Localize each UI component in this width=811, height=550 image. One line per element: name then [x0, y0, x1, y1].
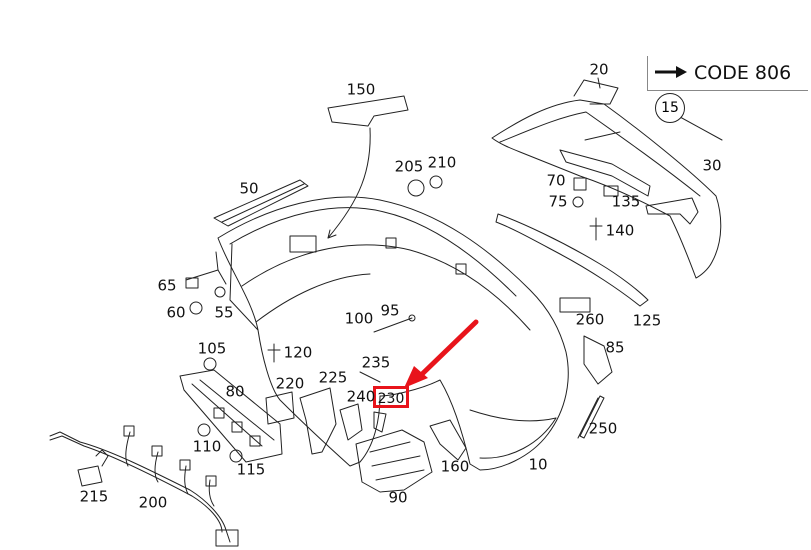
part-225-bracket [299, 387, 337, 455]
part-85-bracket [583, 335, 613, 385]
part-230 [373, 411, 387, 433]
label-120: 120 [283, 343, 313, 362]
part-135-block [603, 185, 619, 197]
label-235: 235 [361, 353, 391, 372]
callout-label: 15 [661, 100, 679, 116]
label-125: 125 [632, 311, 662, 330]
label-60: 60 [166, 303, 186, 322]
label-225: 225 [318, 368, 348, 387]
label-50: 50 [239, 179, 259, 198]
part-110-grommet [197, 423, 211, 437]
leader-150 [327, 127, 371, 239]
part-30-bumper-cover [491, 79, 722, 279]
part-55-clip [214, 286, 226, 298]
arrow-right-icon [655, 66, 687, 78]
part-50-molding [213, 179, 309, 227]
part-240-bracket [339, 403, 363, 441]
label-200: 200 [138, 493, 168, 512]
part-210-ring [429, 175, 443, 189]
highlight-box-230: 230 [373, 386, 409, 408]
label-215: 215 [79, 487, 109, 506]
part-10-main-bumper [217, 196, 569, 471]
label-85: 85 [605, 338, 625, 357]
part-120-pin [267, 343, 281, 363]
part-105-nut [203, 357, 217, 371]
part-60-clip [189, 301, 203, 315]
part-215-connector [77, 449, 109, 487]
label-30: 30 [702, 156, 722, 175]
part-200-harness [49, 425, 239, 547]
label-55: 55 [214, 303, 234, 322]
label-115: 115 [236, 460, 266, 479]
label-65: 65 [157, 276, 177, 295]
part-150-strip [327, 95, 409, 127]
label-250: 250 [588, 419, 618, 438]
part-115-grommet [229, 449, 243, 463]
label-105: 105 [197, 339, 227, 358]
highlight-label: 230 [377, 391, 405, 407]
part-250-rod [577, 397, 599, 439]
part-205-sensor [407, 179, 425, 197]
code-806-box: CODE 806 [647, 56, 808, 91]
label-260: 260 [575, 310, 605, 329]
label-135: 135 [611, 192, 641, 211]
callout-15: 15 [655, 93, 685, 123]
part-90-bracket [355, 429, 433, 493]
label-75: 75 [548, 192, 568, 211]
label-110: 110 [192, 437, 222, 456]
label-140: 140 [605, 221, 635, 240]
label-10: 10 [528, 455, 548, 474]
part-235-rivet [359, 371, 381, 383]
part-220-pad [265, 391, 295, 425]
label-100: 100 [344, 309, 374, 328]
label-20: 20 [589, 60, 609, 79]
label-210: 210 [427, 153, 457, 172]
label-205: 205 [394, 157, 424, 176]
part-70-clip [573, 177, 587, 191]
label-240: 240 [346, 387, 376, 406]
part-80-bracket [179, 369, 283, 463]
label-150: 150 [346, 80, 376, 99]
part-125-strip [495, 213, 649, 307]
part-140-pin [589, 217, 603, 241]
label-95: 95 [380, 301, 400, 320]
highlight-arrow [404, 319, 479, 388]
label-220: 220 [275, 374, 305, 393]
label-160: 160 [440, 457, 470, 476]
part-75-clip [572, 196, 584, 208]
label-90: 90 [388, 488, 408, 507]
label-70: 70 [546, 171, 566, 190]
part-95-bolt [373, 317, 413, 333]
part-160-piece [429, 419, 467, 461]
label-80: 80 [225, 382, 245, 401]
part-260-sensor [559, 297, 591, 313]
code-label: CODE 806 [694, 62, 792, 84]
